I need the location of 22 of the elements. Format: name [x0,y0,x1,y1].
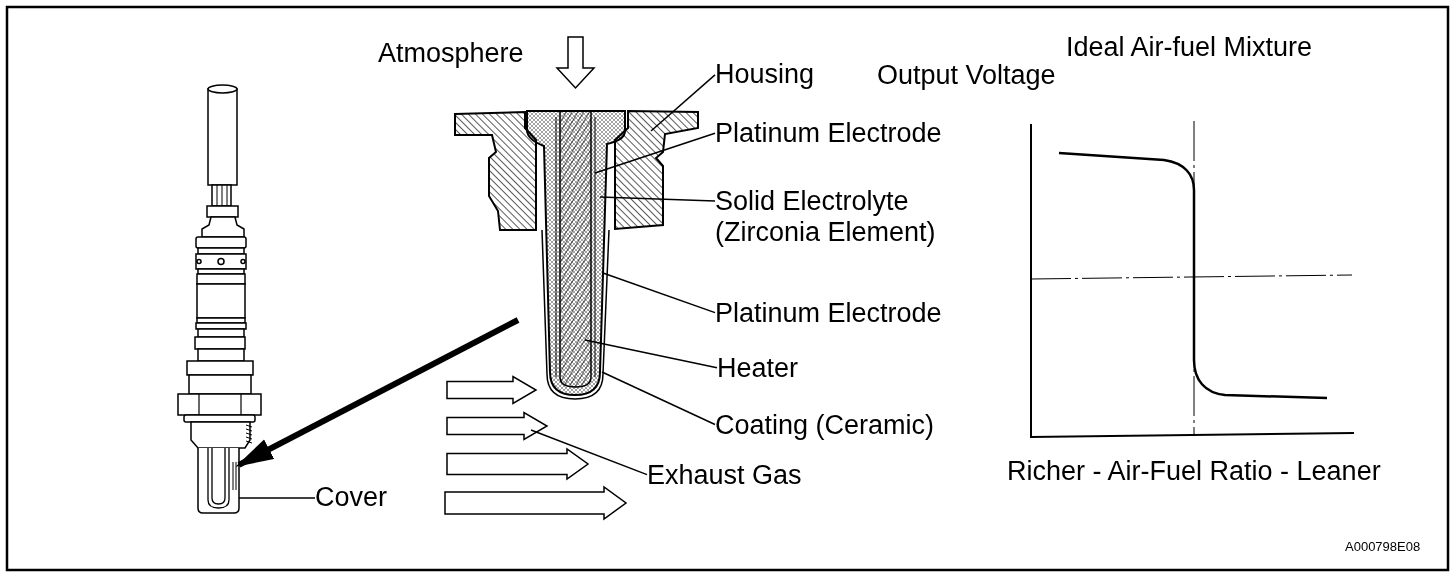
part-label: Exhaust Gas [647,459,802,491]
part-label: Heater [717,352,799,384]
leader-line [599,196,716,202]
leader-line [602,272,716,314]
direction-label: Atmosphere [378,37,524,69]
leader-line [650,74,716,132]
pointer-arrow [235,317,520,468]
annotation-label: Ideal Air-fuel Mixture [1066,31,1313,63]
part-label: Platinum Electrode [715,117,942,149]
part-label: Solid Electrolyte (Zirconia Element) [715,185,965,248]
leader-line [238,497,316,499]
leader-line [594,132,716,174]
part-label: Coating (Ceramic) [715,409,935,441]
part-label: Platinum Electrode [715,297,942,329]
axis-title: Richer - Air-Fuel Ratio - Leaner [1007,455,1381,487]
part-label: Housing [715,58,815,90]
figure-code: A000798E08 [1345,537,1421,555]
axis-title: Output Voltage [877,59,1056,91]
part-label: Cover [315,481,388,513]
leader-line [601,371,716,426]
leader-line [530,429,648,476]
leader-line [584,339,718,369]
